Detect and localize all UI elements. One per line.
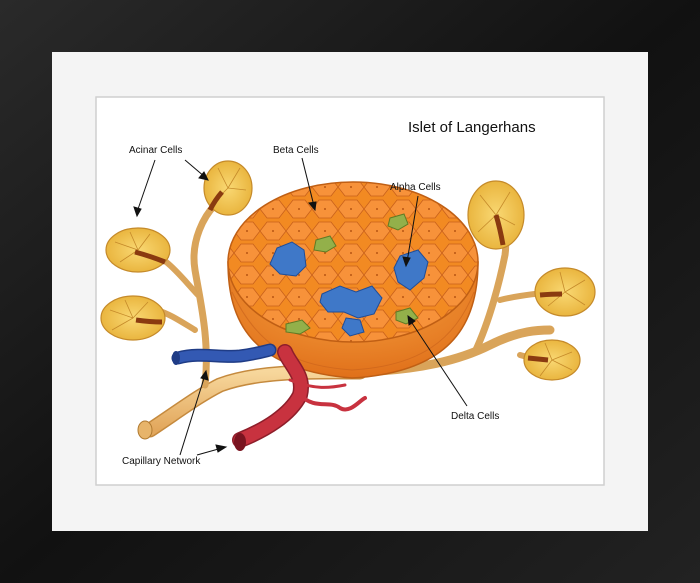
acinar-cluster-right-mid — [534, 267, 596, 317]
acinar-cluster-left-low — [100, 295, 166, 341]
islet-cell-surface — [227, 181, 479, 343]
alpha-cell-group — [269, 241, 429, 337]
label-acinar-cells: Acinar Cells — [129, 145, 183, 156]
label-delta-cells: Delta Cells — [451, 411, 500, 422]
label-capillary-network: Capillary Network — [122, 456, 201, 467]
duct-end — [137, 420, 153, 440]
acinar-cluster-left-top — [203, 160, 253, 216]
leader-lines — [133, 157, 468, 456]
vein-end — [172, 351, 180, 365]
label-alpha-cells: Alpha Cells — [390, 182, 441, 193]
acinar-cluster-left-mid — [105, 227, 171, 273]
acinar-cluster-right-top — [467, 180, 525, 250]
artery-end — [234, 433, 246, 451]
acinar-cluster-right-low — [523, 339, 581, 381]
capillary-network — [171, 343, 367, 448]
diagram-title: Islet of Langerhans — [408, 119, 536, 136]
label-beta-cells: Beta Cells — [273, 145, 319, 156]
